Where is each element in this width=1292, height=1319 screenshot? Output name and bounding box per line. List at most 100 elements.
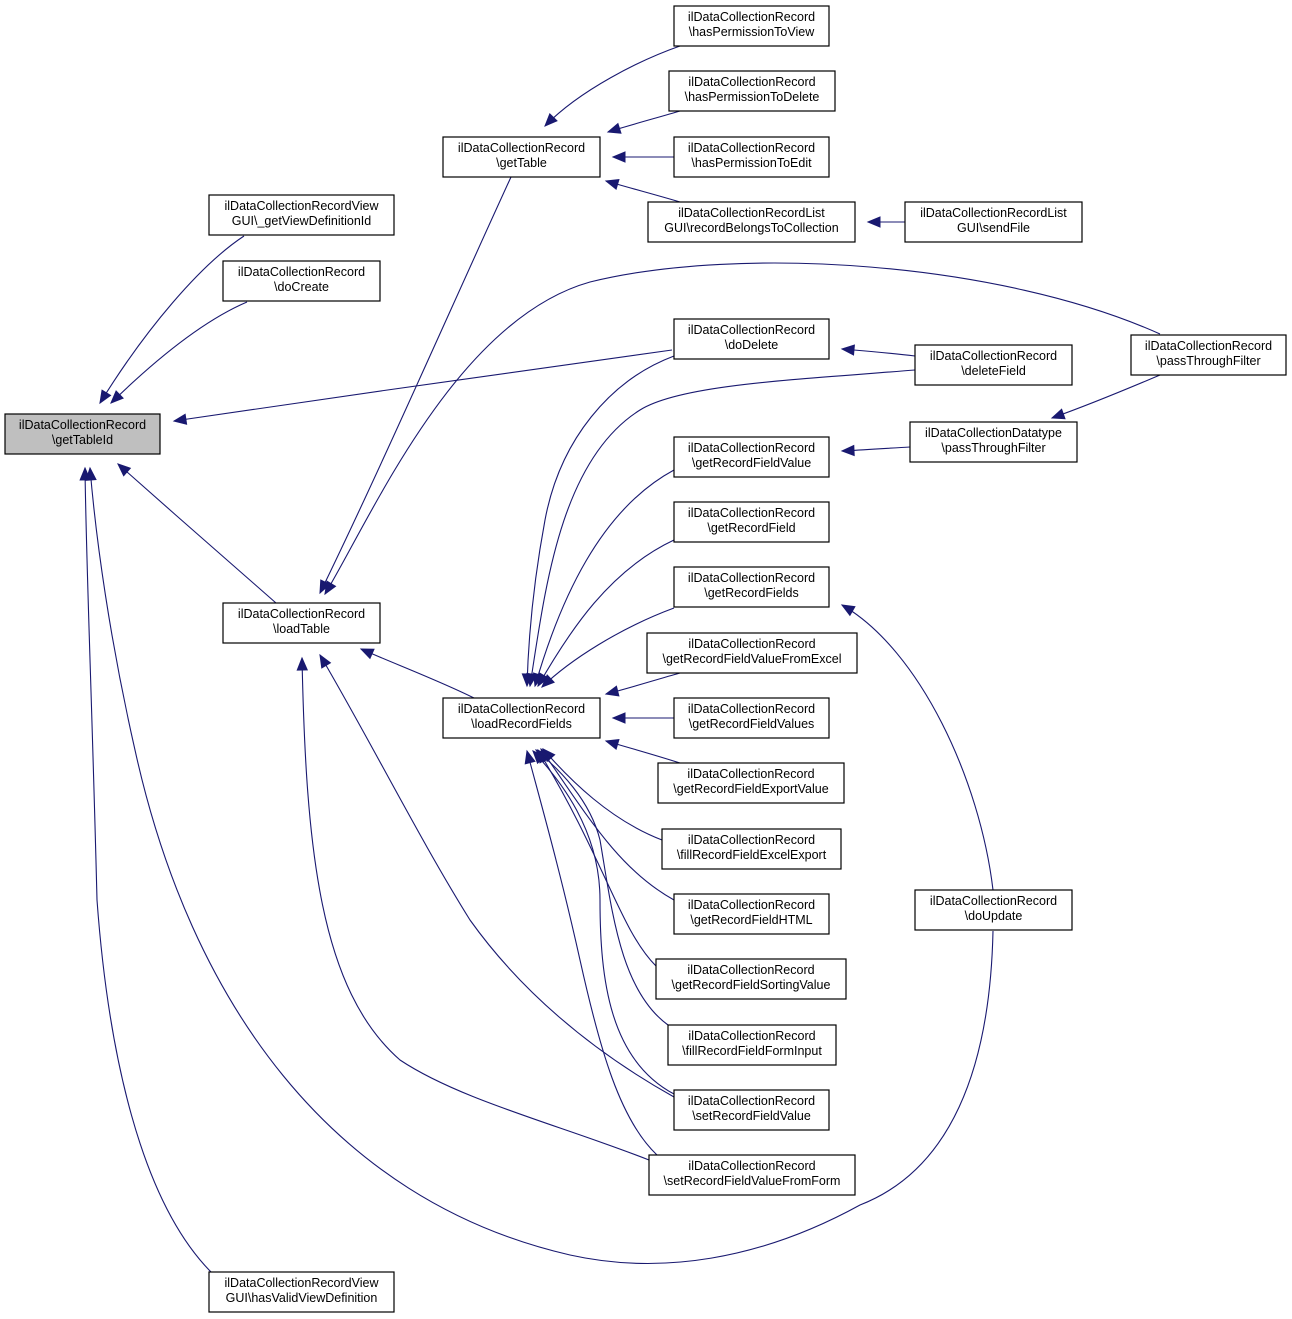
node-recordBelongsToCollection[interactable]: ilDataCollectionRecordListGUI\recordBelo… <box>647 201 856 243</box>
node-deleteField[interactable]: ilDataCollectionRecord\deleteField <box>914 344 1073 386</box>
node-class-label: ilDataCollectionRecord <box>458 141 585 155</box>
edge-line <box>360 648 475 699</box>
node-loadRecordFields[interactable]: ilDataCollectionRecord\loadRecordFields <box>442 697 601 739</box>
node-hasPermissionToView[interactable]: ilDataCollectionRecord\hasPermissionToVi… <box>673 5 830 47</box>
edge-getTable-to-loadTable <box>319 176 512 595</box>
edge-loadTable-to-getTableId <box>117 463 277 604</box>
node-class-label: ilDataCollectionRecord <box>688 1159 815 1173</box>
node-method-label: \getTable <box>496 156 547 170</box>
node-box <box>909 421 1078 463</box>
node-hasPermissionToEdit[interactable]: ilDataCollectionRecord\hasPermissionToEd… <box>673 136 830 178</box>
node-class-label: ilDataCollectionRecord <box>19 418 146 432</box>
edge-hasPermissionToView-to-getTable <box>544 45 681 127</box>
node-method-label: \deleteField <box>961 364 1026 378</box>
edge-line <box>526 750 658 1156</box>
arrowhead-icon <box>604 178 620 191</box>
node-getTable[interactable]: ilDataCollectionRecord\getTable <box>442 136 601 178</box>
node-doUpdate[interactable]: ilDataCollectionRecord\doUpdate <box>914 889 1073 931</box>
edge-line <box>173 349 673 422</box>
node-box <box>208 194 395 236</box>
edge-setRecordFieldValue-to-loadRecordFields <box>532 750 675 1095</box>
node-getRecordFieldValues[interactable]: ilDataCollectionRecord\getRecordFieldVal… <box>673 697 830 739</box>
edge-sendFile-to-recordBelongsToCollection <box>866 216 905 228</box>
node-box <box>673 1089 830 1131</box>
edge-setRecordFieldValueFromForm-to-loadTable <box>296 656 650 1161</box>
node-method-label: \hasPermissionToDelete <box>685 90 820 104</box>
node-method-label: GUI\_getViewDefinitionId <box>232 214 371 228</box>
node-box <box>648 1154 856 1196</box>
node-class-label: ilDataCollectionDatatype <box>925 426 1062 440</box>
node-hasPermissionToDelete[interactable]: ilDataCollectionRecord\hasPermissionToDe… <box>668 70 836 112</box>
node-class-label: ilDataCollectionRecord <box>688 833 815 847</box>
node-class-label: ilDataCollectionRecordList <box>678 206 825 220</box>
edge-fillRecordFieldExcelExport-to-loadRecordFields <box>542 748 663 841</box>
node-method-label: \hasPermissionToView <box>689 25 815 39</box>
node-box <box>222 260 381 302</box>
node-setRecordFieldValue[interactable]: ilDataCollectionRecord\setRecordFieldVal… <box>673 1089 830 1131</box>
node-class-label: ilDataCollectionRecordView <box>224 1276 379 1290</box>
arrowhead-icon <box>604 738 620 751</box>
node-getRecordFieldValueFromExcel[interactable]: ilDataCollectionRecord\getRecordFieldVal… <box>646 632 858 674</box>
node-method-label: GUI\hasValidViewDefinition <box>226 1291 378 1305</box>
node-box <box>4 413 161 455</box>
node-getRecordFieldExportValue[interactable]: ilDataCollectionRecord\getRecordFieldExp… <box>657 762 845 804</box>
arrowhead-icon <box>541 674 555 688</box>
edge-getRecordFieldHTML-to-loadRecordFields <box>540 747 675 901</box>
edge-recordPassThroughFilter-to-datatypePassThroughFilter <box>1050 374 1161 420</box>
node-fillRecordFieldExcelExport[interactable]: ilDataCollectionRecord\fillRecordFieldEx… <box>661 828 842 870</box>
edge-line <box>534 469 675 687</box>
edge-line <box>542 748 663 841</box>
node-method-label: \getRecordFieldHTML <box>690 913 812 927</box>
node-box <box>661 828 842 870</box>
node-getRecordFieldHTML[interactable]: ilDataCollectionRecord\getRecordFieldHTM… <box>673 893 830 935</box>
edge-line <box>841 604 994 891</box>
node-method-label: \passThroughFilter <box>1156 354 1260 368</box>
node-box <box>442 697 601 739</box>
node-fillRecordFieldFormInput[interactable]: ilDataCollectionRecord\fillRecordFieldFo… <box>667 1024 837 1066</box>
edge-line <box>301 657 650 1161</box>
node-class-label: ilDataCollectionRecord <box>238 265 365 279</box>
node-class-label: ilDataCollectionRecord <box>1145 339 1272 353</box>
arrowhead-icon <box>1050 408 1066 420</box>
node-recordPassThroughFilter[interactable]: ilDataCollectionRecord\passThroughFilter <box>1130 334 1287 376</box>
edge-getViewDefinitionId-to-getTableId <box>99 235 245 405</box>
node-method-label: \getRecordFieldExportValue <box>673 782 828 796</box>
node-class-label: ilDataCollectionRecord <box>687 767 814 781</box>
node-box <box>673 5 830 47</box>
node-getTableId[interactable]: ilDataCollectionRecord\getTableId <box>4 413 161 455</box>
edge-line <box>529 369 916 687</box>
node-method-label: \getRecordFieldValues <box>689 717 815 731</box>
edge-line <box>84 467 212 1273</box>
node-method-label: \getRecordFieldSortingValue <box>672 978 831 992</box>
arrowhead-icon <box>117 463 132 477</box>
node-doDelete[interactable]: ilDataCollectionRecord\doDelete <box>673 318 830 360</box>
node-box <box>673 893 830 935</box>
node-method-label: \getRecordFields <box>704 586 799 600</box>
node-getRecordFieldSortingValue[interactable]: ilDataCollectionRecord\getRecordFieldSor… <box>655 958 847 1000</box>
node-hasValidViewDefinition[interactable]: ilDataCollectionRecordViewGUI\hasValidVi… <box>208 1271 395 1313</box>
node-method-label: \doCreate <box>274 280 329 294</box>
arrowhead-icon <box>532 750 546 765</box>
edge-line <box>319 176 512 594</box>
arrowhead-icon <box>840 344 855 356</box>
node-box <box>208 1271 395 1313</box>
node-getRecordField[interactable]: ilDataCollectionRecord\getRecordField <box>673 501 830 543</box>
edge-line <box>324 262 1161 595</box>
arrowhead-icon <box>359 648 375 660</box>
edge-recordBelongsToCollection-to-getTable <box>604 178 681 203</box>
node-getRecordFields[interactable]: ilDataCollectionRecord\getRecordFields <box>673 566 830 608</box>
edge-doUpdate-to-getRecordFields <box>840 604 994 891</box>
edge-getRecordField-to-loadRecordFields <box>537 539 675 688</box>
node-class-label: ilDataCollectionRecord <box>688 1094 815 1108</box>
node-box <box>667 1024 837 1066</box>
node-datatypePassThroughFilter[interactable]: ilDataCollectionDatatype\passThroughFilt… <box>909 421 1078 463</box>
node-loadTable[interactable]: ilDataCollectionRecord\loadTable <box>222 602 381 644</box>
node-getViewDefinitionId[interactable]: ilDataCollectionRecordViewGUI\_getViewDe… <box>208 194 395 236</box>
node-getRecordFieldValue[interactable]: ilDataCollectionRecord\getRecordFieldVal… <box>673 436 830 478</box>
node-setRecordFieldValueFromForm[interactable]: ilDataCollectionRecord\setRecordFieldVal… <box>648 1154 856 1196</box>
node-doCreate[interactable]: ilDataCollectionRecord\doCreate <box>222 260 381 302</box>
node-class-label: ilDataCollectionRecord <box>930 894 1057 908</box>
node-box <box>673 697 830 739</box>
node-method-label: \doUpdate <box>965 909 1023 923</box>
